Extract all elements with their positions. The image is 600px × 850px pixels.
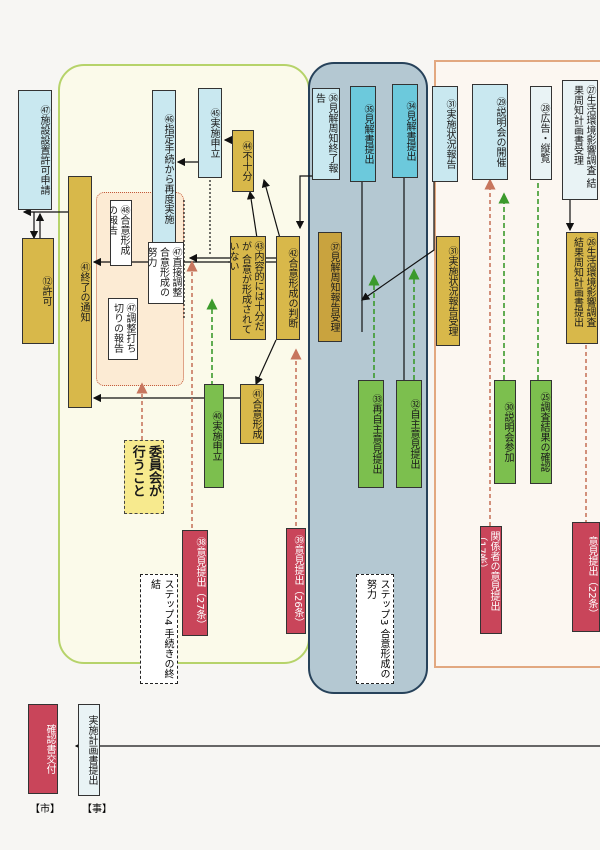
committee-note: 委員会が 行うこと [124, 440, 164, 514]
node-opinion-article-27[interactable]: ㊳意見提出（27条） [182, 530, 208, 636]
legend-business: 【事】 [82, 804, 112, 815]
node-insufficient[interactable]: ㊹不十分 [232, 130, 254, 192]
node-facility-permit-application[interactable]: ㊼施設設置許可申請 [18, 90, 52, 210]
node-implementation-plan-submission[interactable]: 実施計画書提出 [78, 704, 100, 796]
node-survey-plan-received[interactable]: ㉗生活環境影響調査 結果周知計画書受理 [562, 80, 598, 200]
node-opinion-article-22[interactable]: 意見提出（22条） [572, 522, 600, 632]
node-view-submission-34[interactable]: ㉞見解書提出 [392, 84, 418, 178]
step3-label: ステップ3 合意形成の努力 [356, 574, 394, 684]
legend-city: 【市】 [30, 804, 60, 815]
node-implementation-petition-45[interactable]: ㊺実施申立 [198, 88, 222, 178]
node-status-report-received[interactable]: ㉛実施状況報告受理 [436, 236, 460, 346]
node-stakeholder-opinion[interactable]: 関係者の意見提出（17条） [480, 526, 502, 634]
dashed-green-arrows [206, 162, 544, 386]
node-status-report[interactable]: ㉛実施状況報告 [432, 86, 458, 182]
node-permit[interactable]: ⑫許可 [22, 238, 54, 344]
node-consensus-judgment[interactable]: ㊷合意形成の判断 [276, 236, 300, 340]
node-advertise-inspection[interactable]: ㉘広告・縦覧 [530, 86, 552, 180]
node-opinion-article-26[interactable]: ㊴意見提出（26条） [286, 528, 306, 634]
node-view-notice-report[interactable]: ㊱見解周知終了報告 [312, 88, 340, 180]
node-restart-procedure[interactable]: ㊻指定手続から再度実施 [152, 90, 176, 248]
node-consensus-report[interactable]: ㊽合意形成の報告 [110, 200, 132, 266]
dotted-black-lines [183, 180, 211, 320]
node-not-consensus[interactable]: ㊸内容的には十分だが 合意が形成されていない [230, 236, 266, 340]
step4-label: ステップ4 手続きの終結 [140, 574, 178, 684]
node-view-submission-35[interactable]: ㉟見解書提出 [350, 86, 376, 182]
node-implementation-petition-40[interactable]: ㊵実施申立 [204, 384, 224, 488]
node-resubmit-opinion[interactable]: ㉝再自主意見提出 [358, 380, 384, 488]
node-direct-adjustment[interactable]: ㊼直接調整 合意形成の努力 [148, 242, 184, 304]
dashed-red-arrows [136, 178, 592, 528]
node-consensus-formed[interactable]: ㊶合意形成 [240, 384, 264, 444]
node-survey-plan-submitted[interactable]: ㉖生活環境影響調査 結果周知計画書提出 [566, 232, 598, 344]
node-termination-notice[interactable]: ㊶終了の通知 [68, 176, 92, 408]
node-submit-opinion[interactable]: ㉜自主意見提出 [396, 380, 422, 488]
node-briefing-attendance[interactable]: ㉚説明会参加 [494, 380, 516, 484]
node-briefing-session[interactable]: ㉙説明会の開催 [472, 84, 508, 180]
node-adjustment-termination-report[interactable]: ㊼調整打ち切りの報告 [108, 298, 138, 360]
node-survey-result-check[interactable]: ㉕調査結果の確認 [530, 380, 552, 484]
node-confirmation-issuance[interactable]: 確認書交付 [28, 704, 58, 794]
node-view-notice-received[interactable]: ㊲見解周知報告受理 [318, 232, 342, 342]
